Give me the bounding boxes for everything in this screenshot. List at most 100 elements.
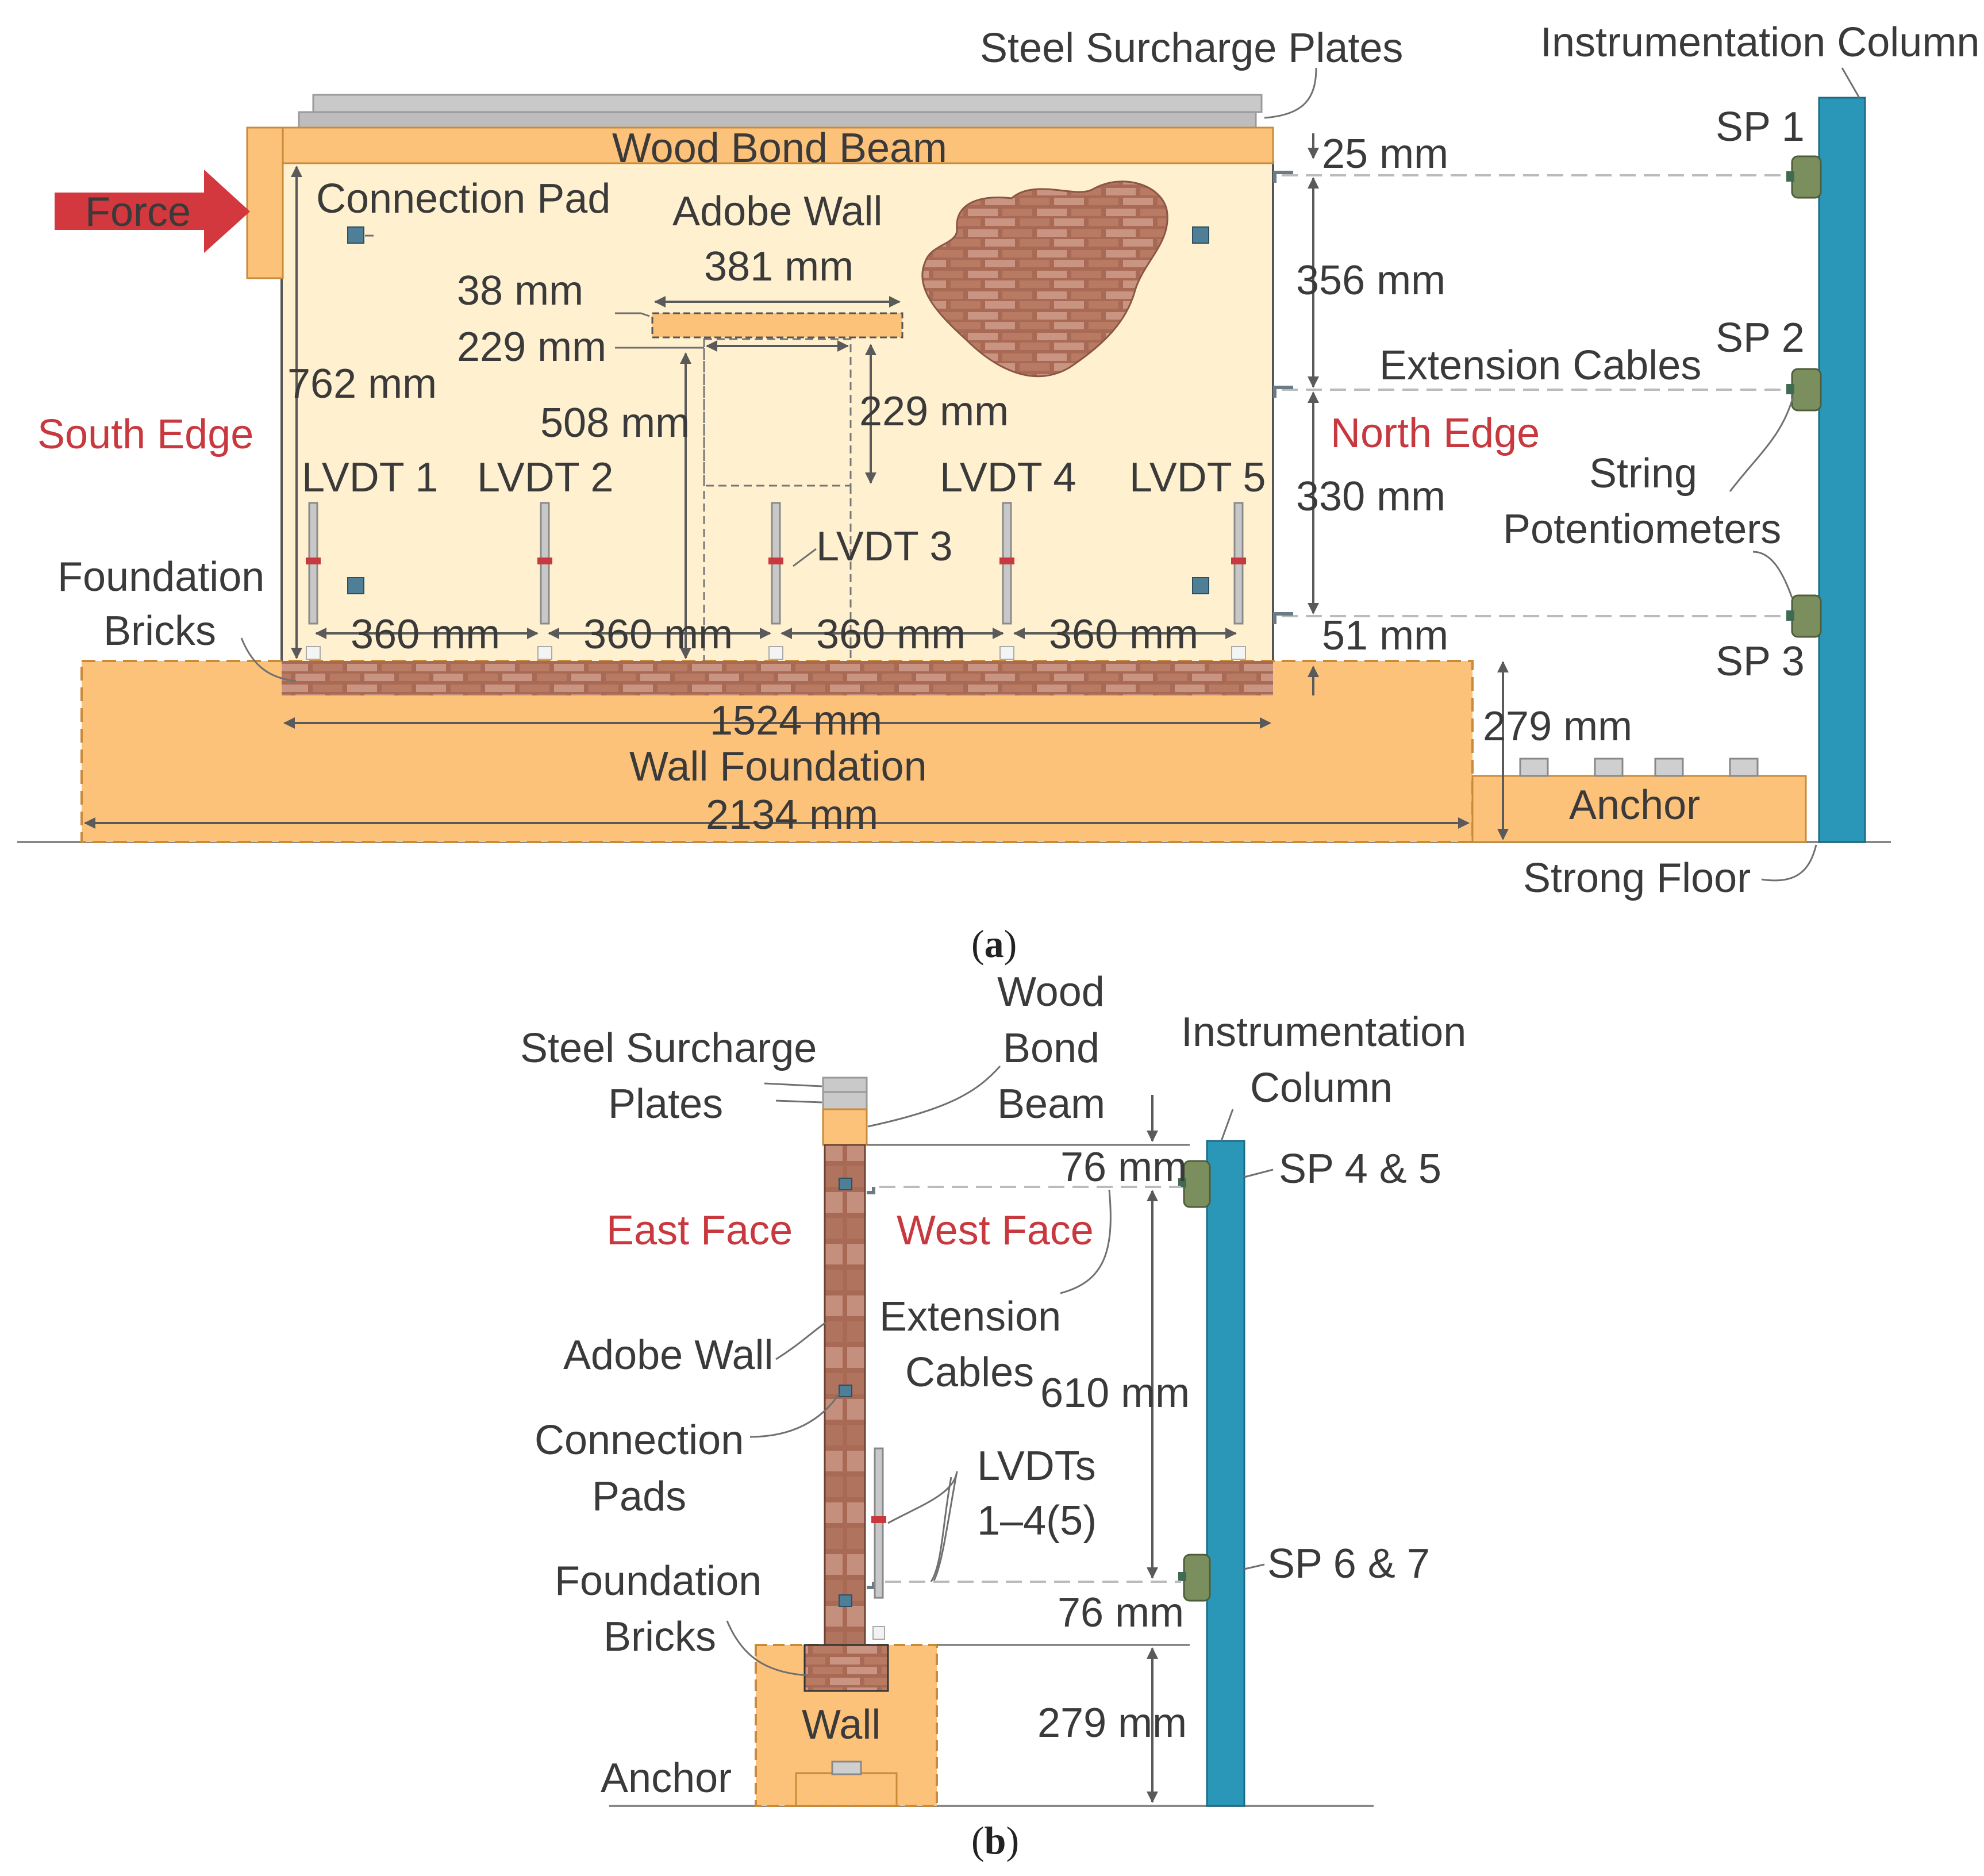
label-force: Force: [85, 189, 191, 235]
wood-bond-beam: [246, 126, 1274, 164]
label-wall-b: Wall: [802, 1702, 881, 1748]
instrumentation-column-b: [1206, 1140, 1245, 1807]
steel-surcharge-section: [822, 1077, 868, 1110]
label-dim-76a: 76 mm: [1060, 1144, 1187, 1190]
label-foundation-1: Foundation: [57, 554, 264, 600]
label-string-2: Potentiometers: [1503, 506, 1781, 552]
label-strong-floor: Strong Floor: [1523, 855, 1751, 901]
label-string-1: String: [1589, 451, 1697, 497]
label-dim-381: 381 mm: [704, 244, 853, 290]
label-steel-surcharge-b2: Plates: [608, 1081, 723, 1127]
exposed-brick-patch: [921, 180, 1168, 378]
lvdt-sensor-icon: [537, 502, 552, 660]
label-north-edge: North Edge: [1331, 410, 1540, 456]
label-connection-pad: Connection Pad: [316, 176, 610, 222]
foundation-bricks-leader: [240, 637, 297, 682]
label-dim-360-2: 360 mm: [583, 612, 733, 658]
instrumentation-column: [1818, 97, 1866, 843]
connection-pad-icon: [1192, 226, 1209, 244]
label-lvdt1: LVDT 1: [302, 455, 438, 501]
lvdt-sensor-icon: [999, 502, 1014, 660]
cable-hooks: [1273, 171, 1293, 624]
sp67-leader: [1244, 1563, 1265, 1570]
string-potentiometer-icon: [1178, 1160, 1211, 1208]
lvdt-sensor-icon: [871, 1447, 886, 1640]
string-potentiometer-icon: [1786, 594, 1822, 638]
connection-pad-icon: [347, 577, 364, 594]
label-lvdts-b2: 1–4(5): [977, 1498, 1097, 1544]
connection-pad-icon: [839, 1594, 852, 1607]
lvdts-leader-b: [887, 1471, 958, 1524]
connection-pad-icon: [839, 1178, 852, 1190]
instr-column-leader: [1841, 67, 1860, 98]
label-dim-360-4: 360 mm: [1049, 612, 1198, 658]
sp45-leader: [1244, 1168, 1274, 1178]
string-potentiometer-icon: [1178, 1554, 1211, 1602]
panel-b: Steel Surcharge Plates Wood Bond Beam In…: [520, 969, 1466, 1862]
ext-cables-leader-b2: [930, 1477, 952, 1582]
label-south-edge: South Edge: [37, 412, 253, 458]
foundation-bricks: [282, 661, 1273, 695]
string-pot-leader: [1729, 396, 1794, 492]
label-found-b2: Bricks: [603, 1614, 716, 1660]
wood-bond-beam-section: [822, 1108, 868, 1146]
label-dim-229b: 229 mm: [859, 389, 1009, 435]
connection-pad-icon: [839, 1385, 852, 1397]
label-sp67: SP 6 & 7: [1267, 1541, 1430, 1587]
label-dim-279b: 279 mm: [1037, 1700, 1187, 1746]
steel-surcharge-plates: [312, 94, 1263, 113]
panel-a: Steel Surcharge Plates Instrumentation C…: [17, 20, 1979, 966]
force-block: [246, 126, 284, 279]
label-dim-51: 51 mm: [1322, 613, 1448, 659]
label-west-face: West Face: [897, 1208, 1094, 1254]
anchor-bolts: [1519, 758, 1759, 777]
foundation-bricks-leader-b: [726, 1620, 808, 1677]
label-dim-360-3: 360 mm: [816, 612, 966, 658]
label-conn-b2: Pads: [592, 1474, 686, 1520]
label-lvdt4: LVDT 4: [940, 455, 1076, 501]
label-wall-foundation: Wall Foundation: [629, 744, 927, 790]
label-wood-b2: Bond: [1003, 1025, 1099, 1071]
label-sp45: SP 4 & 5: [1279, 1146, 1441, 1192]
measurement-zone: [703, 338, 852, 487]
label-foundation-2: Bricks: [103, 608, 216, 654]
steel-plates-leader-b2: [775, 1100, 822, 1104]
label-ext-b2: Cables: [905, 1350, 1034, 1396]
label-steel-surcharge-b1: Steel Surcharge: [520, 1025, 817, 1071]
instr-column-leader-b: [1220, 1109, 1234, 1141]
label-steel-surcharge-plates: Steel Surcharge Plates: [980, 25, 1403, 71]
label-dim-762: 762 mm: [287, 361, 437, 407]
lvdt-sensor-icon: [768, 502, 783, 660]
lvdts-leader-b2: [933, 1471, 958, 1581]
label-lvdt3: LVDT 3: [816, 524, 952, 570]
label-dim-1524: 1524 mm: [710, 698, 882, 744]
dim-38-leader: [615, 312, 650, 317]
steel-plates-leader: [1264, 67, 1317, 119]
label-ext-b1: Extension: [879, 1294, 1061, 1340]
label-dim-508: 508 mm: [540, 400, 690, 446]
string-pot-leader: [1752, 551, 1793, 598]
label-dim-25: 25 mm: [1322, 131, 1448, 177]
strong-floor-leader: [1761, 844, 1817, 882]
label-adobe-wall-b: Adobe Wall: [563, 1332, 774, 1378]
lvdt-sensor-icon: [1231, 502, 1246, 660]
string-potentiometer-icon: [1786, 368, 1822, 412]
label-dim-360-1: 360 mm: [351, 612, 500, 658]
label-instr-b1: Instrumentation: [1181, 1009, 1466, 1055]
caption-b: (b): [971, 1819, 1019, 1862]
label-anchor-b: Anchor: [601, 1755, 732, 1801]
lvdt3-leader: [793, 548, 817, 567]
anchor-bolt-section: [831, 1760, 862, 1775]
label-sp1: SP 1: [1716, 104, 1805, 150]
lvdt-sensors: [306, 502, 1246, 660]
label-found-b1: Foundation: [555, 1558, 762, 1604]
label-dim-2134: 2134 mm: [706, 792, 878, 838]
force-arrow-icon: [55, 170, 250, 253]
caption-a: (a): [971, 922, 1017, 966]
label-conn-b1: Connection: [535, 1417, 744, 1463]
label-extension-cables: Extension Cables: [1379, 343, 1701, 389]
label-sp3: SP 3: [1716, 639, 1805, 685]
label-lvdt2: LVDT 2: [477, 455, 613, 501]
label-instrumentation-column: Instrumentation Column: [1540, 20, 1979, 66]
